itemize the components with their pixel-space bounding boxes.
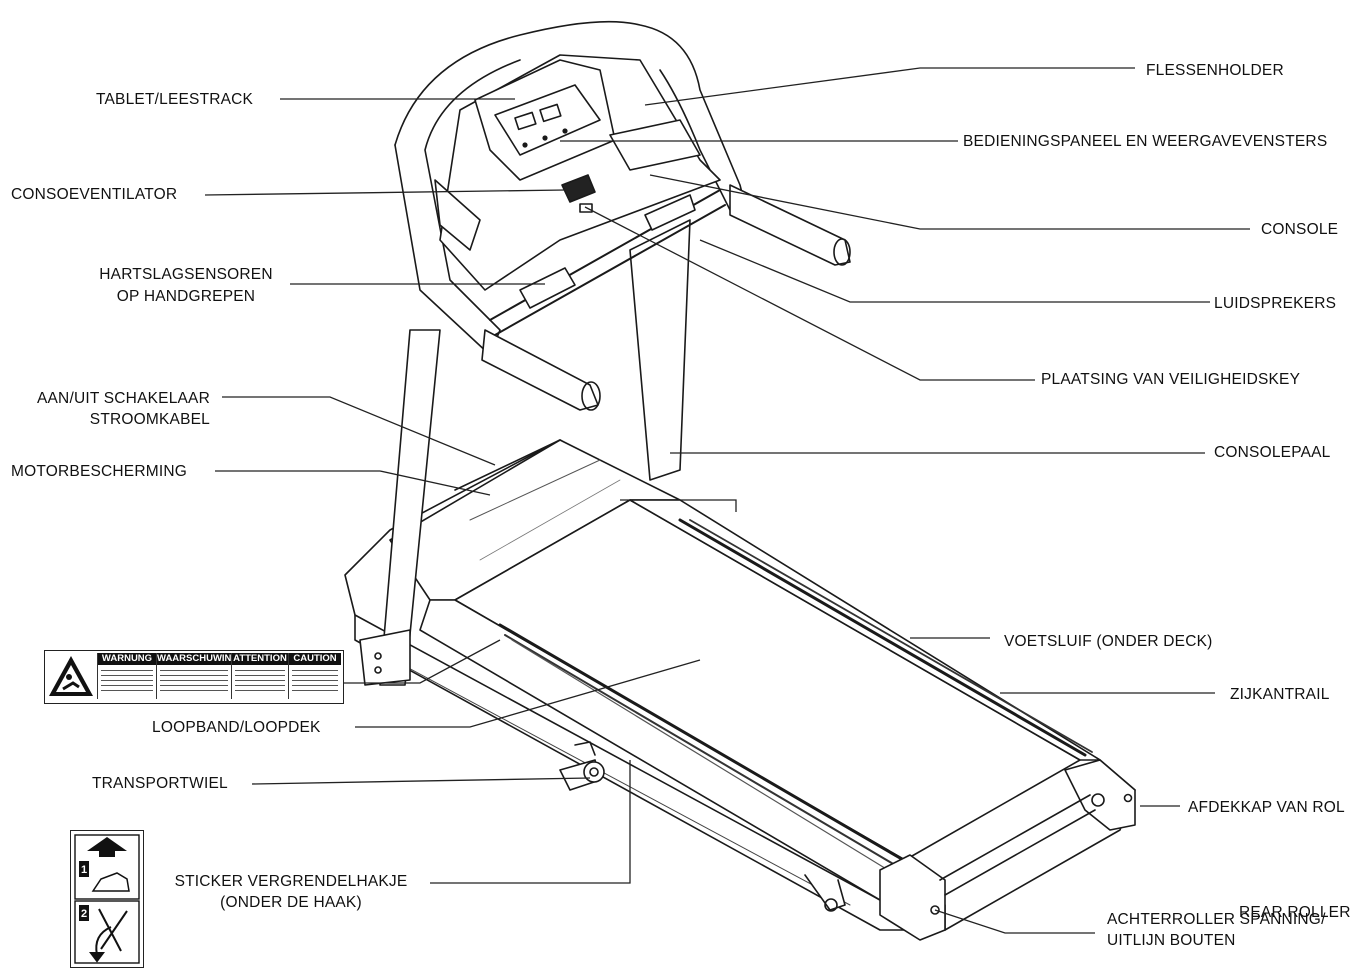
leader-belt [355,659,701,728]
lock-step-1-number: 1 [81,864,87,876]
label-bottle: FLESSENHOLDER [1146,62,1284,79]
label-wheel: TRANSPORTWIEL [92,775,228,792]
warning-header-de: WARNUNG [98,653,156,665]
warning-sticker: WARNUNG WAARSCHUWING ATTENTION CAUTION [44,650,344,704]
label-belt: LOOPBAND/LOOPDEK [152,719,321,736]
label-rear-roller-en: REAR ROLLER [1239,904,1351,921]
warning-triangle-icon [49,656,93,696]
label-key: PLAATSING VAN VEILIGHEIDSKEY [1041,371,1301,388]
arrow-up-icon [87,837,127,857]
warning-col-fr: ATTENTION [231,653,288,699]
label-fan: CONSOEVENTILATOR [11,186,178,203]
warning-col-nl: WAARSCHUWING [156,653,231,699]
leader-power [222,396,496,466]
lock-bracket-sticker-art: 1 2 [74,834,140,964]
leader-rear-roller [934,909,1095,934]
leader-motor [215,470,491,496]
leader-fan [204,189,566,196]
warning-text-fr [235,668,285,694]
leader-sticker [430,760,631,884]
label-sticker-line2: (ONDER DE HAAK) [220,894,362,911]
unlock-arrow-icon [89,908,128,963]
warning-text-de [101,668,153,694]
leader-key [584,206,1035,381]
leader-warning [343,639,501,684]
warning-col-en: CAUTION [288,653,341,699]
warning-header-fr: ATTENTION [232,653,288,665]
label-speakers: LUIDSPREKERS [1214,295,1337,312]
label-panel: BEDIENINGSPANEEL EN WEERGAVEVENSTERS [963,133,1328,150]
label-power-line2: STROOMKABEL [89,411,210,428]
leader-lines [204,67,1250,934]
label-hr-sensors-line2: OP HANDGREPEN [116,288,256,305]
warning-header-en: CAUTION [289,653,341,665]
label-upright: CONSOLEPAAL [1214,444,1331,461]
label-foot: VOETSLUIF (ONDER DECK) [1004,633,1213,650]
leader-speakers [699,239,1210,303]
lock-step-2-number: 2 [81,908,87,920]
lock-bracket-sticker: 1 2 [70,830,144,968]
label-sticker-line1: STICKER VERGRENDELHAKJE [174,873,408,890]
label-tablet: TABLET/LEESTRACK [96,91,254,108]
leader-bottle [644,67,1135,106]
warning-text-nl [160,668,228,694]
leader-aux [620,499,737,512]
label-end-cap: AFDEKKAP VAN ROL [1188,799,1345,816]
label-rear-roller-line1: ACHTERROLLER SPANNING/ [1107,911,1326,928]
leader-wheel [251,777,591,785]
label-motor: MOTORBESCHERMING [11,463,188,480]
label-rear-roller-line2: UITLIJN BOUTEN [1107,932,1236,949]
foot-press-icon [91,872,130,892]
warning-text-en [292,668,338,694]
label-hr-sensors-line1: HARTSLAGSENSOREN [99,266,273,283]
label-console: CONSOLE [1261,221,1339,238]
warning-header-nl: WAARSCHUWING [157,653,231,665]
warning-col-de: WARNUNG [97,653,156,699]
leader-console [649,174,1250,230]
treadmill-drawing [344,20,1136,941]
label-power-line1: AAN/UIT SCHAKELAAR [36,390,210,407]
label-rail: ZIJKANTRAIL [1230,686,1330,703]
